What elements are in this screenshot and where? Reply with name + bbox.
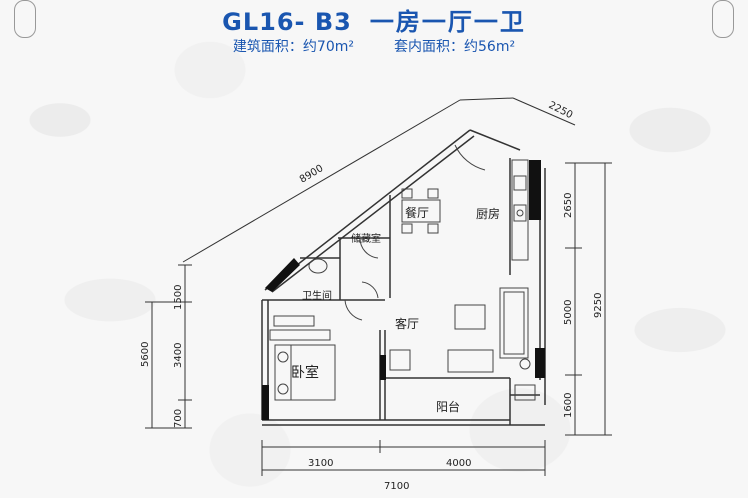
decorative-corner-left: [14, 0, 36, 38]
layout-name: 一房一厅一卫: [369, 8, 526, 36]
dimension-lines: [145, 97, 612, 476]
room-label-kitchen: 厨房: [476, 206, 500, 221]
tv-cabinet: [447, 349, 494, 373]
building-area: 建筑面积：约70m²: [232, 39, 354, 55]
dim-right-5000: 5000: [563, 300, 574, 325]
room-label-living: 客厅: [395, 316, 419, 331]
doors: [344, 144, 486, 321]
coffee-table: [454, 304, 486, 330]
sofa: [499, 287, 529, 359]
area-info: 建筑面积：约70m² 套内面积：约56m²: [0, 36, 748, 56]
model-code: GL16- B3: [222, 8, 352, 36]
plan-title: GL16- B3 一房一厅一卫: [0, 2, 748, 37]
dim-right-9250: 9250: [593, 293, 604, 318]
dim-left-700: 700: [173, 409, 184, 428]
wash-basin: [273, 315, 315, 327]
wall-solids: [262, 160, 545, 420]
dim-left-3400: 3400: [173, 343, 184, 368]
fixtures: [269, 159, 536, 401]
dim-left-5600: 5600: [140, 342, 151, 367]
inner-area: 套内面积：约56m²: [394, 39, 516, 55]
dim-bottom-7100: 7100: [384, 481, 409, 492]
dim-diagonal-long: 8900: [298, 163, 325, 186]
room-label-balcony: 阳台: [436, 399, 460, 414]
dim-bottom-3100: 3100: [308, 458, 333, 469]
dim-right-1600: 1600: [563, 393, 574, 418]
kitchen-counter: [511, 159, 529, 261]
dim-right-2650: 2650: [563, 193, 574, 218]
dining-table: [401, 199, 441, 223]
dim-diagonal-short: 2250: [547, 100, 575, 121]
room-label-dining: 餐厅: [405, 205, 429, 220]
room-label-bathroom: 卫生间: [302, 289, 332, 302]
dim-left-1500: 1500: [173, 285, 184, 310]
toilet: [308, 258, 328, 274]
decorative-corner-right: [712, 0, 734, 38]
room-label-storage: 储藏室: [351, 232, 381, 245]
dim-bottom-4000: 4000: [446, 458, 471, 469]
room-label-bedroom: 卧室: [291, 364, 319, 381]
